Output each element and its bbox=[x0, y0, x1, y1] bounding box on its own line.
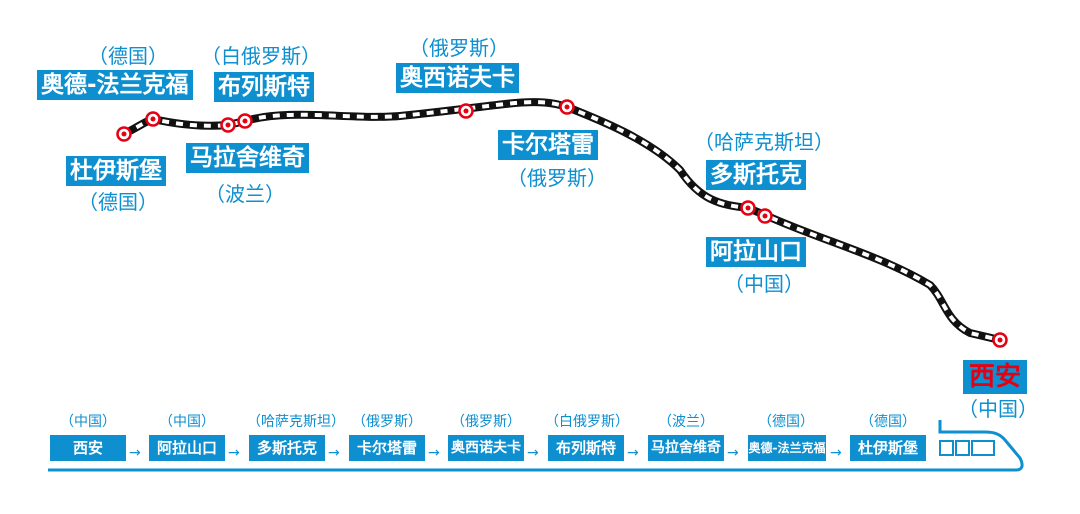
station-label-xian-origin: 西安 bbox=[963, 360, 1028, 394]
route-arrow-2: → bbox=[228, 445, 240, 461]
route-arrow-4: → bbox=[428, 445, 440, 461]
station-label-moscow: 奥西诺夫卡 bbox=[396, 63, 519, 93]
station-marker-dostyk bbox=[740, 200, 756, 216]
country-label-moscow: （俄罗斯） bbox=[409, 36, 509, 60]
route-country-5: （俄罗斯） bbox=[451, 414, 521, 430]
route-arrow-6: → bbox=[627, 445, 639, 461]
country-label-dostyk: （哈萨克斯坦） bbox=[694, 130, 834, 154]
route-stop-9: 杜伊斯堡 bbox=[850, 435, 926, 461]
route-stop-1: 西安 bbox=[50, 435, 126, 461]
route-stop-4: 卡尔塔雷 bbox=[349, 435, 425, 461]
route-stop-7: 马拉舍维奇 bbox=[648, 435, 724, 461]
route-arrow-1: → bbox=[129, 445, 141, 461]
country-label-duisburg: （德国） bbox=[78, 190, 158, 214]
route-country-8: （德国） bbox=[758, 414, 814, 430]
route-stop-3: 多斯托克 bbox=[249, 435, 325, 461]
station-label-dostyk: 多斯托克 bbox=[706, 160, 806, 190]
route-country-9: （德国） bbox=[860, 414, 916, 430]
route-stop-5: 奥西诺夫卡 bbox=[448, 435, 524, 461]
station-label-brest: 布列斯特 bbox=[214, 72, 314, 102]
route-country-3: （哈萨克斯坦） bbox=[247, 414, 345, 430]
station-marker-brest bbox=[237, 113, 253, 129]
route-stop-8: 奥德-法兰克福 bbox=[748, 435, 826, 461]
route-stop-6: 布列斯特 bbox=[548, 435, 624, 461]
station-label-frankfurt: 奥德-法兰克福 bbox=[37, 70, 193, 100]
station-label-kartaly: 卡尔塔雷 bbox=[498, 130, 598, 160]
country-label-alashankou: （中国） bbox=[724, 272, 804, 296]
country-label-brest: （白俄罗斯） bbox=[201, 44, 321, 68]
station-marker-malaszewicze bbox=[220, 117, 236, 133]
station-marker-kartaly bbox=[559, 99, 575, 115]
country-label-kartaly: （俄罗斯） bbox=[507, 166, 607, 190]
route-country-7: （波兰） bbox=[658, 414, 714, 430]
station-label-malaszewicze: 马拉舍维奇 bbox=[186, 143, 309, 173]
route-arrow-8: → bbox=[830, 445, 842, 461]
station-marker-duisburg bbox=[116, 126, 132, 142]
route-arrow-5: → bbox=[527, 445, 539, 461]
station-marker-frankfurt bbox=[145, 111, 161, 127]
station-marker-alashankou bbox=[757, 208, 773, 224]
route-arrow-7: → bbox=[727, 445, 739, 461]
route-country-4: （俄罗斯） bbox=[352, 414, 422, 430]
country-label-xian: （中国） bbox=[958, 397, 1038, 421]
route-country-6: （白俄罗斯） bbox=[545, 414, 629, 430]
route-arrow-3: → bbox=[328, 445, 340, 461]
station-label-alashankou: 阿拉山口 bbox=[706, 237, 806, 267]
station-marker-xian bbox=[992, 332, 1008, 348]
country-label-malaszewicze: （波兰） bbox=[205, 182, 285, 206]
train-windows-icon bbox=[939, 440, 995, 456]
train-outline bbox=[48, 420, 1024, 472]
route-country-2: （中国） bbox=[159, 414, 215, 430]
station-label-duisburg: 杜伊斯堡 bbox=[66, 156, 166, 186]
route-stop-2: 阿拉山口 bbox=[149, 435, 225, 461]
country-label-frankfurt: （德国） bbox=[88, 44, 168, 68]
station-marker-moscow bbox=[458, 103, 474, 119]
route-country-1: （中国） bbox=[60, 414, 116, 430]
